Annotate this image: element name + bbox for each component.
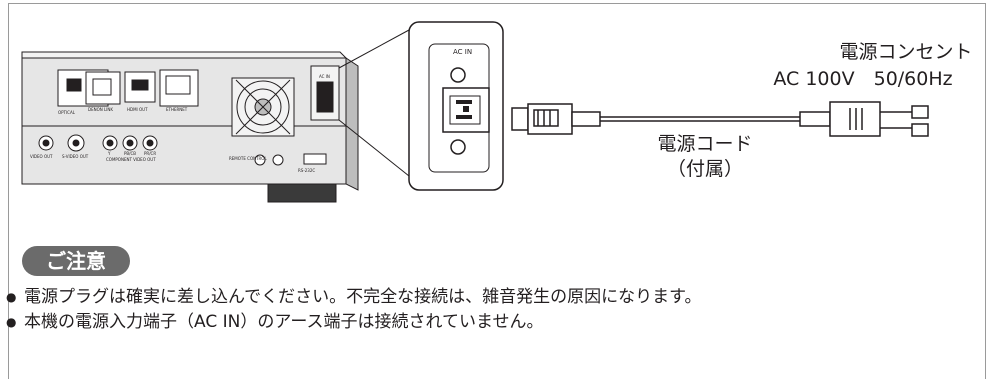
ac-in-label: AC IN: [453, 48, 472, 56]
cord-title: 電源コード: [657, 133, 752, 155]
device-top-connectors: [57, 65, 340, 121]
bullet-icon: ●: [6, 315, 17, 329]
figure-panel: [8, 3, 986, 203]
ac-inlet-zoom: [408, 21, 504, 191]
caution-badge: ご注意: [22, 246, 130, 276]
rs232c-label: RS-232C: [298, 168, 315, 173]
device-bottom-labels: VIDEO OUT S-VIDEO OUT Y PB/CB PR/CR COMP…: [30, 151, 315, 173]
component-video-out-label: COMPONENT VIDEO OUT: [106, 157, 156, 162]
caution-item: ● 本機の電源入力端子（AC IN）のアース端子は接続されていません。: [0, 310, 990, 335]
ethernet-label: ETHERNET: [166, 107, 188, 112]
callout-lines: [338, 29, 410, 177]
y-label: Y: [107, 151, 111, 156]
outlet-spec: AC 100V 50/60Hz: [773, 68, 952, 90]
optical-label: OPTICAL: [58, 110, 76, 115]
notes-panel: [8, 203, 986, 379]
bullet-icon: ●: [6, 290, 17, 304]
pr-label: PR/CR: [144, 151, 156, 156]
denon-link-label: DENON LINK: [88, 107, 113, 112]
caution-item: ● 電源プラグは確実に差し込んでください。不完全な接続は、雑音発生の原因になりま…: [0, 285, 990, 310]
video-out-label: VIDEO OUT: [30, 154, 53, 159]
caution-list: ● 電源プラグは確実に差し込んでください。不完全な接続は、雑音発生の原因になりま…: [0, 285, 990, 335]
cooling-fan: [231, 77, 295, 137]
pb-label: PB/CB: [124, 151, 136, 156]
cord-note: （付属）: [667, 158, 743, 180]
outlet-title: 電源コンセント: [839, 41, 972, 63]
ac-in-small-label: AC IN: [319, 74, 330, 79]
remote-control-label: REMOTE CONTROL: [229, 156, 267, 161]
connection-diagram: OPTICAL DENON LINK HDMI OUT ETHERNET AC …: [21, 21, 973, 203]
device-bottom-connectors: [38, 134, 327, 166]
s-video-out-label: S-VIDEO OUT: [62, 154, 89, 159]
power-cord: [511, 101, 929, 137]
caution-item-text: 本機の電源入力端子（AC IN）のアース端子は接続されていません。: [24, 312, 544, 332]
device-top-labels: OPTICAL DENON LINK HDMI OUT ETHERNET AC …: [58, 74, 330, 115]
caution-item-text: 電源プラグは確実に差し込んでください。不完全な接続は、雑音発生の原因になります。: [24, 287, 702, 307]
hdmi-out-label: HDMI OUT: [127, 107, 148, 112]
